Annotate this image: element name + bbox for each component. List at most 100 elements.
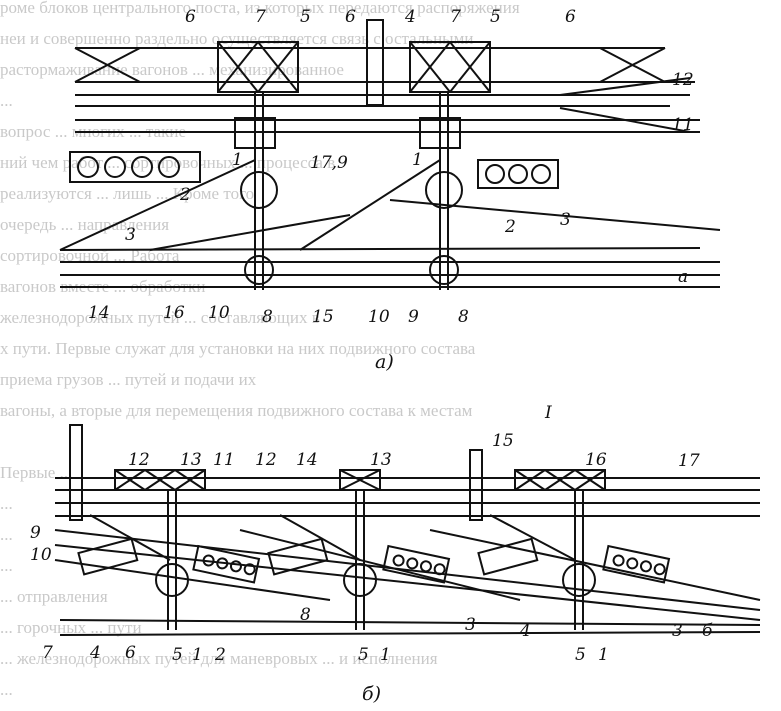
label: 6 — [565, 7, 576, 27]
label: 17 — [678, 451, 700, 471]
label: 4 — [519, 621, 531, 641]
label: а — [678, 267, 688, 287]
turntable — [240, 171, 278, 209]
label: 9 — [408, 307, 419, 327]
label: 7 — [450, 7, 461, 27]
crane-carriage — [419, 117, 461, 149]
label: 5 — [358, 645, 369, 665]
background-text-line: ... железнодорожных путей для маневровых… — [0, 649, 438, 668]
background-text-line: ... отправления — [0, 587, 108, 606]
label: б — [702, 621, 713, 641]
crossing-box — [217, 41, 299, 93]
background-text-line: вагоны, а вторые для перемещения подвижн… — [0, 401, 473, 420]
label: 1 — [598, 645, 609, 665]
label: 2 — [214, 645, 226, 665]
crossing-box — [514, 469, 606, 491]
label: 2 — [504, 217, 516, 237]
background-text-line: железнодорожных путей ... составляющих в — [0, 308, 320, 327]
background-text-line: неи и совершенно раздельно осуществляетс… — [0, 29, 474, 48]
label: 15 — [492, 431, 514, 451]
label: 3 — [125, 225, 136, 245]
crossing-line — [74, 47, 141, 83]
label: 1 — [192, 645, 203, 665]
labels-b: 12 13 11 12 14 13 15 16 17 I 9 10 7 4 6 … — [30, 403, 713, 705]
turntable — [562, 563, 596, 597]
label: 4 — [404, 7, 416, 27]
track-line — [59, 247, 701, 251]
background-text-line: ... — [0, 494, 13, 513]
label: 16 — [585, 450, 607, 470]
crossing-box — [339, 469, 381, 491]
label: 13 — [180, 450, 202, 470]
background-text-line: растормаживание вагонов ... механизирова… — [0, 60, 344, 79]
crane-carriage — [77, 537, 139, 576]
label: 12 — [672, 70, 694, 90]
label: 11 — [213, 450, 235, 470]
labels-a: 6 7 5 6 4 7 5 6 12 11 1 17,9 1 2 2 3 3 а… — [88, 7, 694, 373]
background-text-line: роме блоков центрального поста, из котор… — [0, 0, 520, 17]
crane-carriage — [267, 537, 329, 576]
label: 7 — [42, 643, 53, 663]
label: 5 — [490, 7, 501, 27]
label: 17,9 — [310, 153, 348, 173]
label: 13 — [370, 450, 392, 470]
label: 9 — [30, 523, 41, 543]
background-text-line: приема грузов ... путей и подачи их — [0, 370, 257, 389]
platform — [477, 159, 559, 189]
signal-post — [469, 449, 483, 521]
label: 11 — [672, 115, 694, 135]
label: 12 — [128, 450, 150, 470]
label: 4 — [89, 643, 101, 663]
label: 10 — [368, 307, 390, 327]
label: 6 — [125, 643, 136, 663]
label: 1 — [232, 150, 243, 170]
label: 3 — [560, 210, 571, 230]
turntable — [155, 563, 189, 597]
label: 8 — [300, 605, 311, 625]
label: 10 — [30, 545, 52, 565]
label: 14 — [296, 450, 318, 470]
crossing-box — [409, 41, 491, 93]
platform — [192, 544, 261, 584]
label: 1 — [380, 645, 391, 665]
label: 2 — [179, 185, 191, 205]
background-text-line: ... — [0, 680, 13, 699]
caption-b: б) — [362, 683, 381, 705]
turntable — [429, 255, 459, 285]
signal-post — [366, 19, 384, 106]
platform — [602, 544, 671, 584]
label: 12 — [255, 450, 277, 470]
caption-a: а) — [375, 351, 394, 373]
crossing-box — [114, 469, 206, 491]
label: 6 — [345, 7, 356, 27]
label: 5 — [575, 645, 586, 665]
label: 15 — [312, 307, 334, 327]
background-text-line: Первые ... — [0, 463, 73, 482]
platform — [382, 544, 451, 584]
label: I — [544, 403, 552, 423]
label: 16 — [163, 303, 185, 323]
label: 3 — [672, 621, 683, 641]
label: 7 — [255, 7, 266, 27]
label: 8 — [262, 307, 273, 327]
label: 5 — [300, 7, 311, 27]
label: 5 — [172, 645, 183, 665]
diagram-b — [54, 424, 761, 636]
turntable — [425, 171, 463, 209]
crane-carriage — [477, 537, 539, 576]
crossing-line — [599, 47, 666, 83]
background-text-line: ... — [0, 525, 13, 544]
label: 10 — [208, 303, 230, 323]
background-text-line: х пути. Первые служат для установки на н… — [0, 339, 476, 358]
background-text-line: ... — [0, 91, 13, 110]
background-text-line: ... горочных ... пути — [0, 618, 142, 637]
label: 6 — [185, 7, 196, 27]
background-text-line: ... — [0, 556, 13, 575]
turntable — [244, 255, 274, 285]
label: 8 — [458, 307, 469, 327]
diagram-a — [59, 19, 721, 290]
crane-carriage — [234, 117, 276, 149]
label: 1 — [412, 150, 423, 170]
label: 3 — [465, 615, 476, 635]
